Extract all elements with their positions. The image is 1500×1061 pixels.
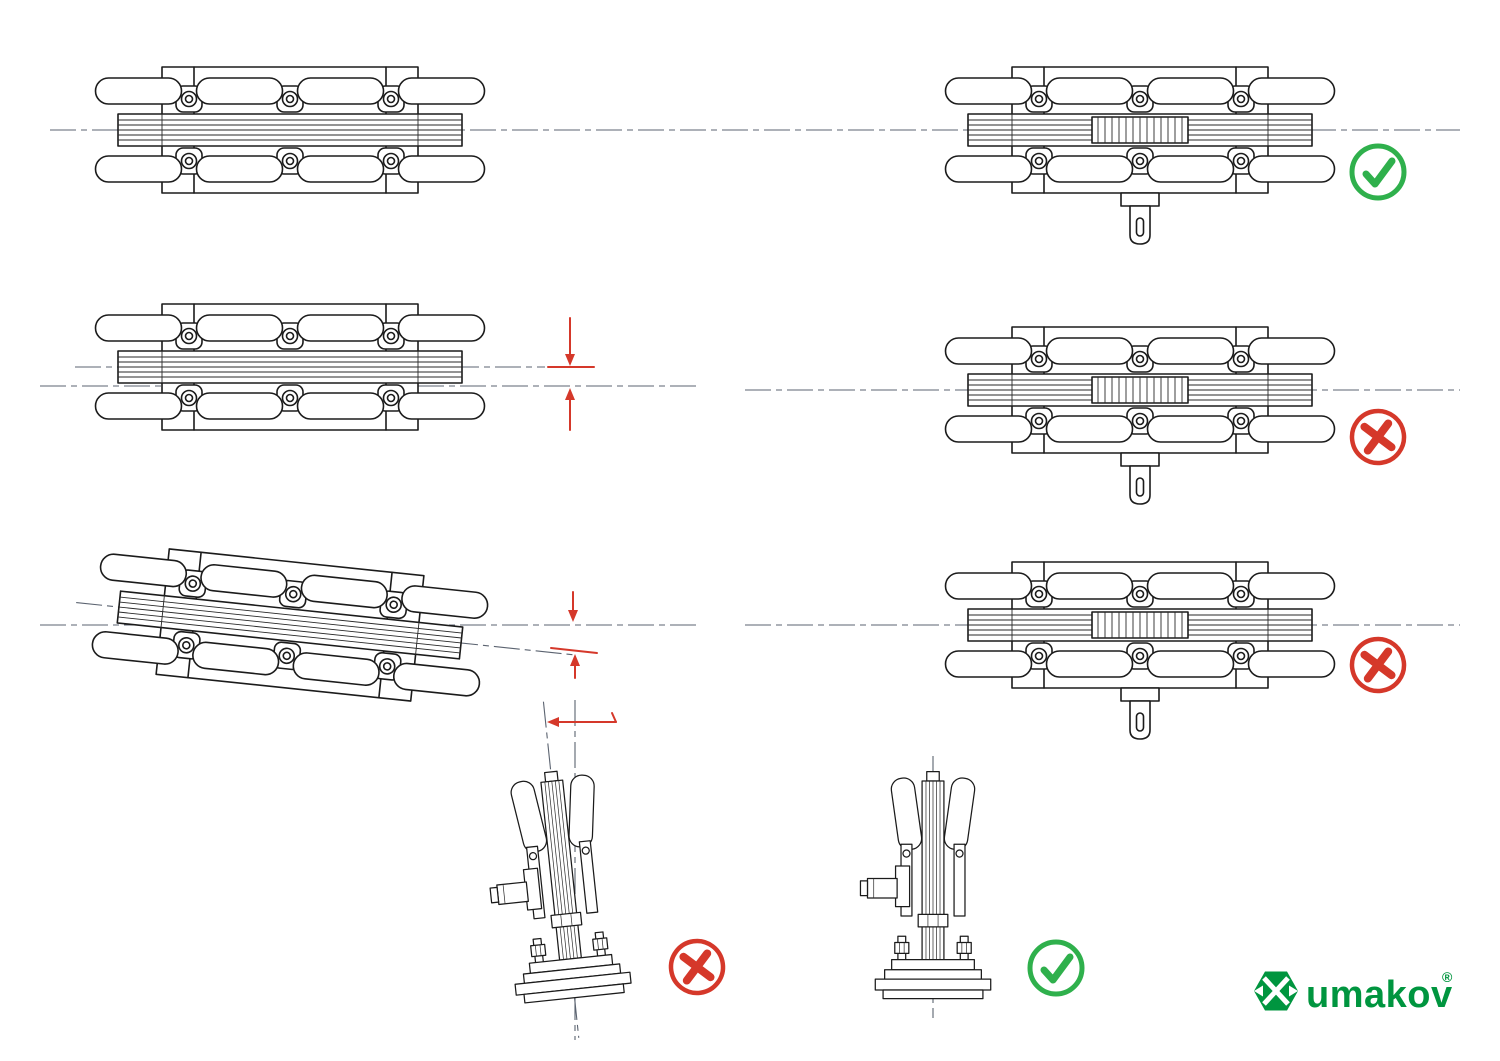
figure-row2-carriage-with-bracket	[946, 327, 1335, 504]
umakov-logo: umakov ®	[1254, 969, 1453, 1016]
hexagon-icon	[1254, 971, 1298, 1011]
angle-dimension-arrows	[550, 591, 598, 679]
check-circle-icon	[1352, 146, 1404, 198]
offset-dimension-arrows	[547, 317, 595, 431]
figure-row1-carriage-with-bracket	[946, 67, 1335, 244]
logo-wordmark: umakov	[1306, 974, 1453, 1016]
registered-trademark: ®	[1442, 969, 1453, 985]
figure-front-view-tilted	[478, 701, 633, 1038]
check-circle-icon	[1030, 942, 1082, 994]
figure-row2-carriage-offset	[94, 303, 486, 431]
figure-front-view-upright	[859, 771, 992, 1000]
cross-circle-icon	[1349, 408, 1408, 467]
cross-circle-icon	[1349, 636, 1408, 695]
cross-circle-icon	[668, 938, 727, 997]
figure-row1-carriage-side	[94, 66, 486, 194]
figure-row3-carriage-tilted	[76, 541, 577, 709]
tilt-dimension-arrow	[547, 712, 617, 727]
figure-row3-carriage-with-bracket	[946, 562, 1335, 739]
